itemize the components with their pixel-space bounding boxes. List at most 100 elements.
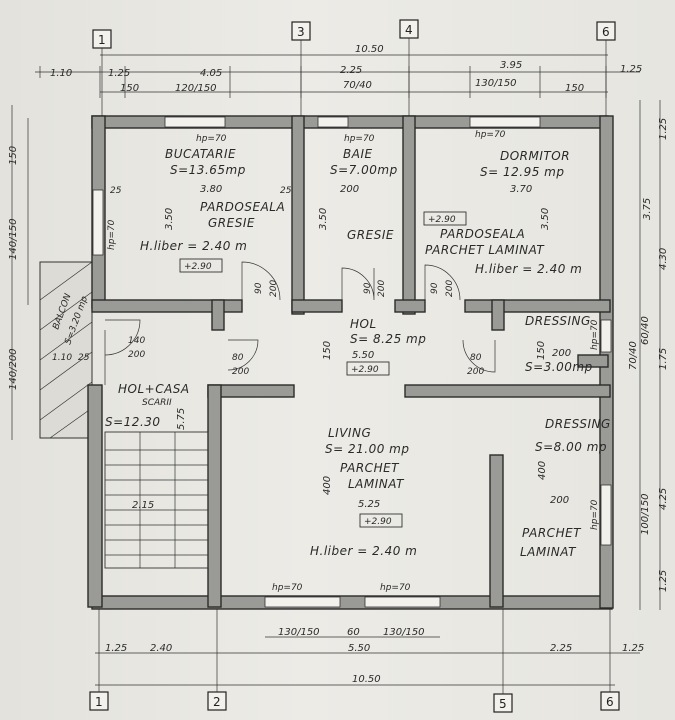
wall-dressing-left xyxy=(489,454,504,608)
door-height: 200 xyxy=(232,367,249,377)
wall-bath-bottom xyxy=(291,299,343,313)
room-name-bedroom: DORMITOR xyxy=(500,149,570,163)
room-width-bath: 200 xyxy=(340,184,359,195)
room-width-hall: 5.50 xyxy=(352,350,374,361)
door-width: 90 xyxy=(254,282,264,294)
floor-finish-bath: GRESIE xyxy=(347,228,394,242)
room-area-bedroom: S= 12.95 mp xyxy=(480,165,564,179)
axis-label: 6 xyxy=(606,695,614,709)
dim-label: 3.95 xyxy=(500,60,522,71)
balcony: BALCON S=3.20 mp xyxy=(39,261,93,439)
room-depth-dressing-large: 400 xyxy=(537,461,548,480)
room-name-stairhall: HOL+CASA xyxy=(118,382,190,396)
window-sill-height: hp=70 xyxy=(475,130,506,140)
window xyxy=(600,319,612,353)
window-sill-height: hp=70 xyxy=(196,134,227,144)
dim-label: 25 xyxy=(280,186,292,196)
room-area-living: S= 21.00 mp xyxy=(325,442,409,456)
wall-left-lower xyxy=(87,384,103,608)
dim-label: 70/40 xyxy=(343,80,372,91)
door-height: 200 xyxy=(377,280,387,297)
wall-bath-bedroom xyxy=(402,115,416,315)
window xyxy=(600,484,612,546)
room-labels: BUCATARIE S=13.65mp 3.80 3.50 PARDOSEALA… xyxy=(105,147,611,559)
floor-finish-bedroom: PARCHET LAMINAT xyxy=(425,243,545,257)
dim-label: 100/150 xyxy=(640,493,651,535)
room-area-dressing-large: S=8.00 mp xyxy=(535,440,607,454)
window-sill-height: hp=70 xyxy=(107,219,117,250)
room-area-kitchen: S=13.65mp xyxy=(170,163,246,177)
door-swing xyxy=(424,264,461,301)
room-width-living: 5.25 xyxy=(358,499,380,510)
left-dimensions: 150 140/150 140/200 xyxy=(8,105,29,440)
room-width-dressing-large: 200 xyxy=(550,495,569,506)
dim-label: 130/150 xyxy=(475,78,517,89)
door-swing xyxy=(104,319,141,356)
room-width-bedroom: 3.70 xyxy=(510,184,532,195)
dim-label: 130/150 xyxy=(278,627,320,638)
wall-dressing-top xyxy=(404,384,611,398)
dim-label: 1.25 xyxy=(658,570,669,592)
room-depth-kitchen: 3.50 xyxy=(164,208,175,230)
window-sill-height: hp=70 xyxy=(380,583,411,593)
wall-bath-bottom-right xyxy=(394,299,426,313)
windows xyxy=(92,116,612,608)
dim-label: 2.25 xyxy=(340,65,362,76)
room-level-bedroom: +2.90 xyxy=(428,215,456,225)
dim-label: 1.10 xyxy=(52,353,72,363)
door-height: 200 xyxy=(467,367,484,377)
room-level-kitchen: +2.90 xyxy=(184,262,212,272)
room-width-kitchen: 3.80 xyxy=(200,184,222,195)
room-name-bath: BAIE xyxy=(343,147,373,161)
room-width-dressing-small: 200 xyxy=(552,348,571,359)
door-labels: 90 200 90 200 90 200 80 200 80 200 140 2… xyxy=(128,280,484,377)
top-dimensions: 10.50 1.10 1.25 4.05 2.25 3.95 1.25 150 … xyxy=(35,44,642,98)
floor-type-kitchen: PARDOSEALA xyxy=(200,200,285,214)
dim-label: 1.10 xyxy=(50,68,72,79)
bottom-dimensions: 130/150 60 130/150 1.25 2.40 5.50 2.25 1… xyxy=(95,627,644,686)
window xyxy=(264,596,341,608)
window xyxy=(317,116,349,128)
window-sill-height: hp=70 xyxy=(272,583,303,593)
floor-type-lower-right: PARCHET xyxy=(522,526,582,540)
door-width: 80 xyxy=(470,353,482,363)
room-name-dressing-large: DRESSING xyxy=(545,417,611,431)
door-height: 200 xyxy=(445,280,455,297)
door-width: 90 xyxy=(430,282,440,294)
axis-label: 4 xyxy=(405,23,413,37)
dim-label: 70/40 xyxy=(628,341,639,370)
wall-bedroom-bottom xyxy=(464,299,611,313)
staircase xyxy=(104,431,209,569)
dim-label: 25 xyxy=(78,353,90,363)
dim-label: 60/40 xyxy=(640,316,651,345)
wall-kitchen-bottom xyxy=(91,299,243,313)
dim-label: 3.75 xyxy=(642,198,653,220)
room-name-living: LIVING xyxy=(328,426,371,440)
dim-label: 25 xyxy=(110,186,122,196)
wall-stair-right xyxy=(207,384,222,608)
dim-label: 4.25 xyxy=(658,488,669,510)
dim-label: 1.25 xyxy=(620,64,642,75)
window xyxy=(164,116,226,128)
room-name-kitchen: BUCATARIE xyxy=(165,147,236,161)
window-sill-height: hp=70 xyxy=(590,319,600,350)
door-width: 80 xyxy=(232,353,244,363)
floor-finish-living: LAMINAT xyxy=(348,477,405,491)
door-swings xyxy=(104,261,496,385)
room-height-living: H.liber = 2.40 m xyxy=(310,544,417,558)
room-depth-bath: 3.50 xyxy=(318,208,329,230)
dim-total-top: 10.50 xyxy=(355,44,384,55)
level-boxes xyxy=(179,211,467,528)
dim-label: 140/150 xyxy=(8,218,19,260)
wall-stub-right xyxy=(491,299,505,331)
room-name2-stairhall: SCARII xyxy=(142,398,172,408)
window-sill-height: hp=70 xyxy=(344,134,375,144)
axis-label: 3 xyxy=(297,25,305,39)
room-area-hall: S= 8.25 mp xyxy=(350,332,426,346)
axis-label: 5 xyxy=(499,697,507,711)
room-level-living: +2.90 xyxy=(364,517,392,527)
window xyxy=(92,189,104,256)
wall-kitchen-bath xyxy=(291,115,305,315)
floor-type-bedroom: PARDOSEALA xyxy=(440,227,525,241)
